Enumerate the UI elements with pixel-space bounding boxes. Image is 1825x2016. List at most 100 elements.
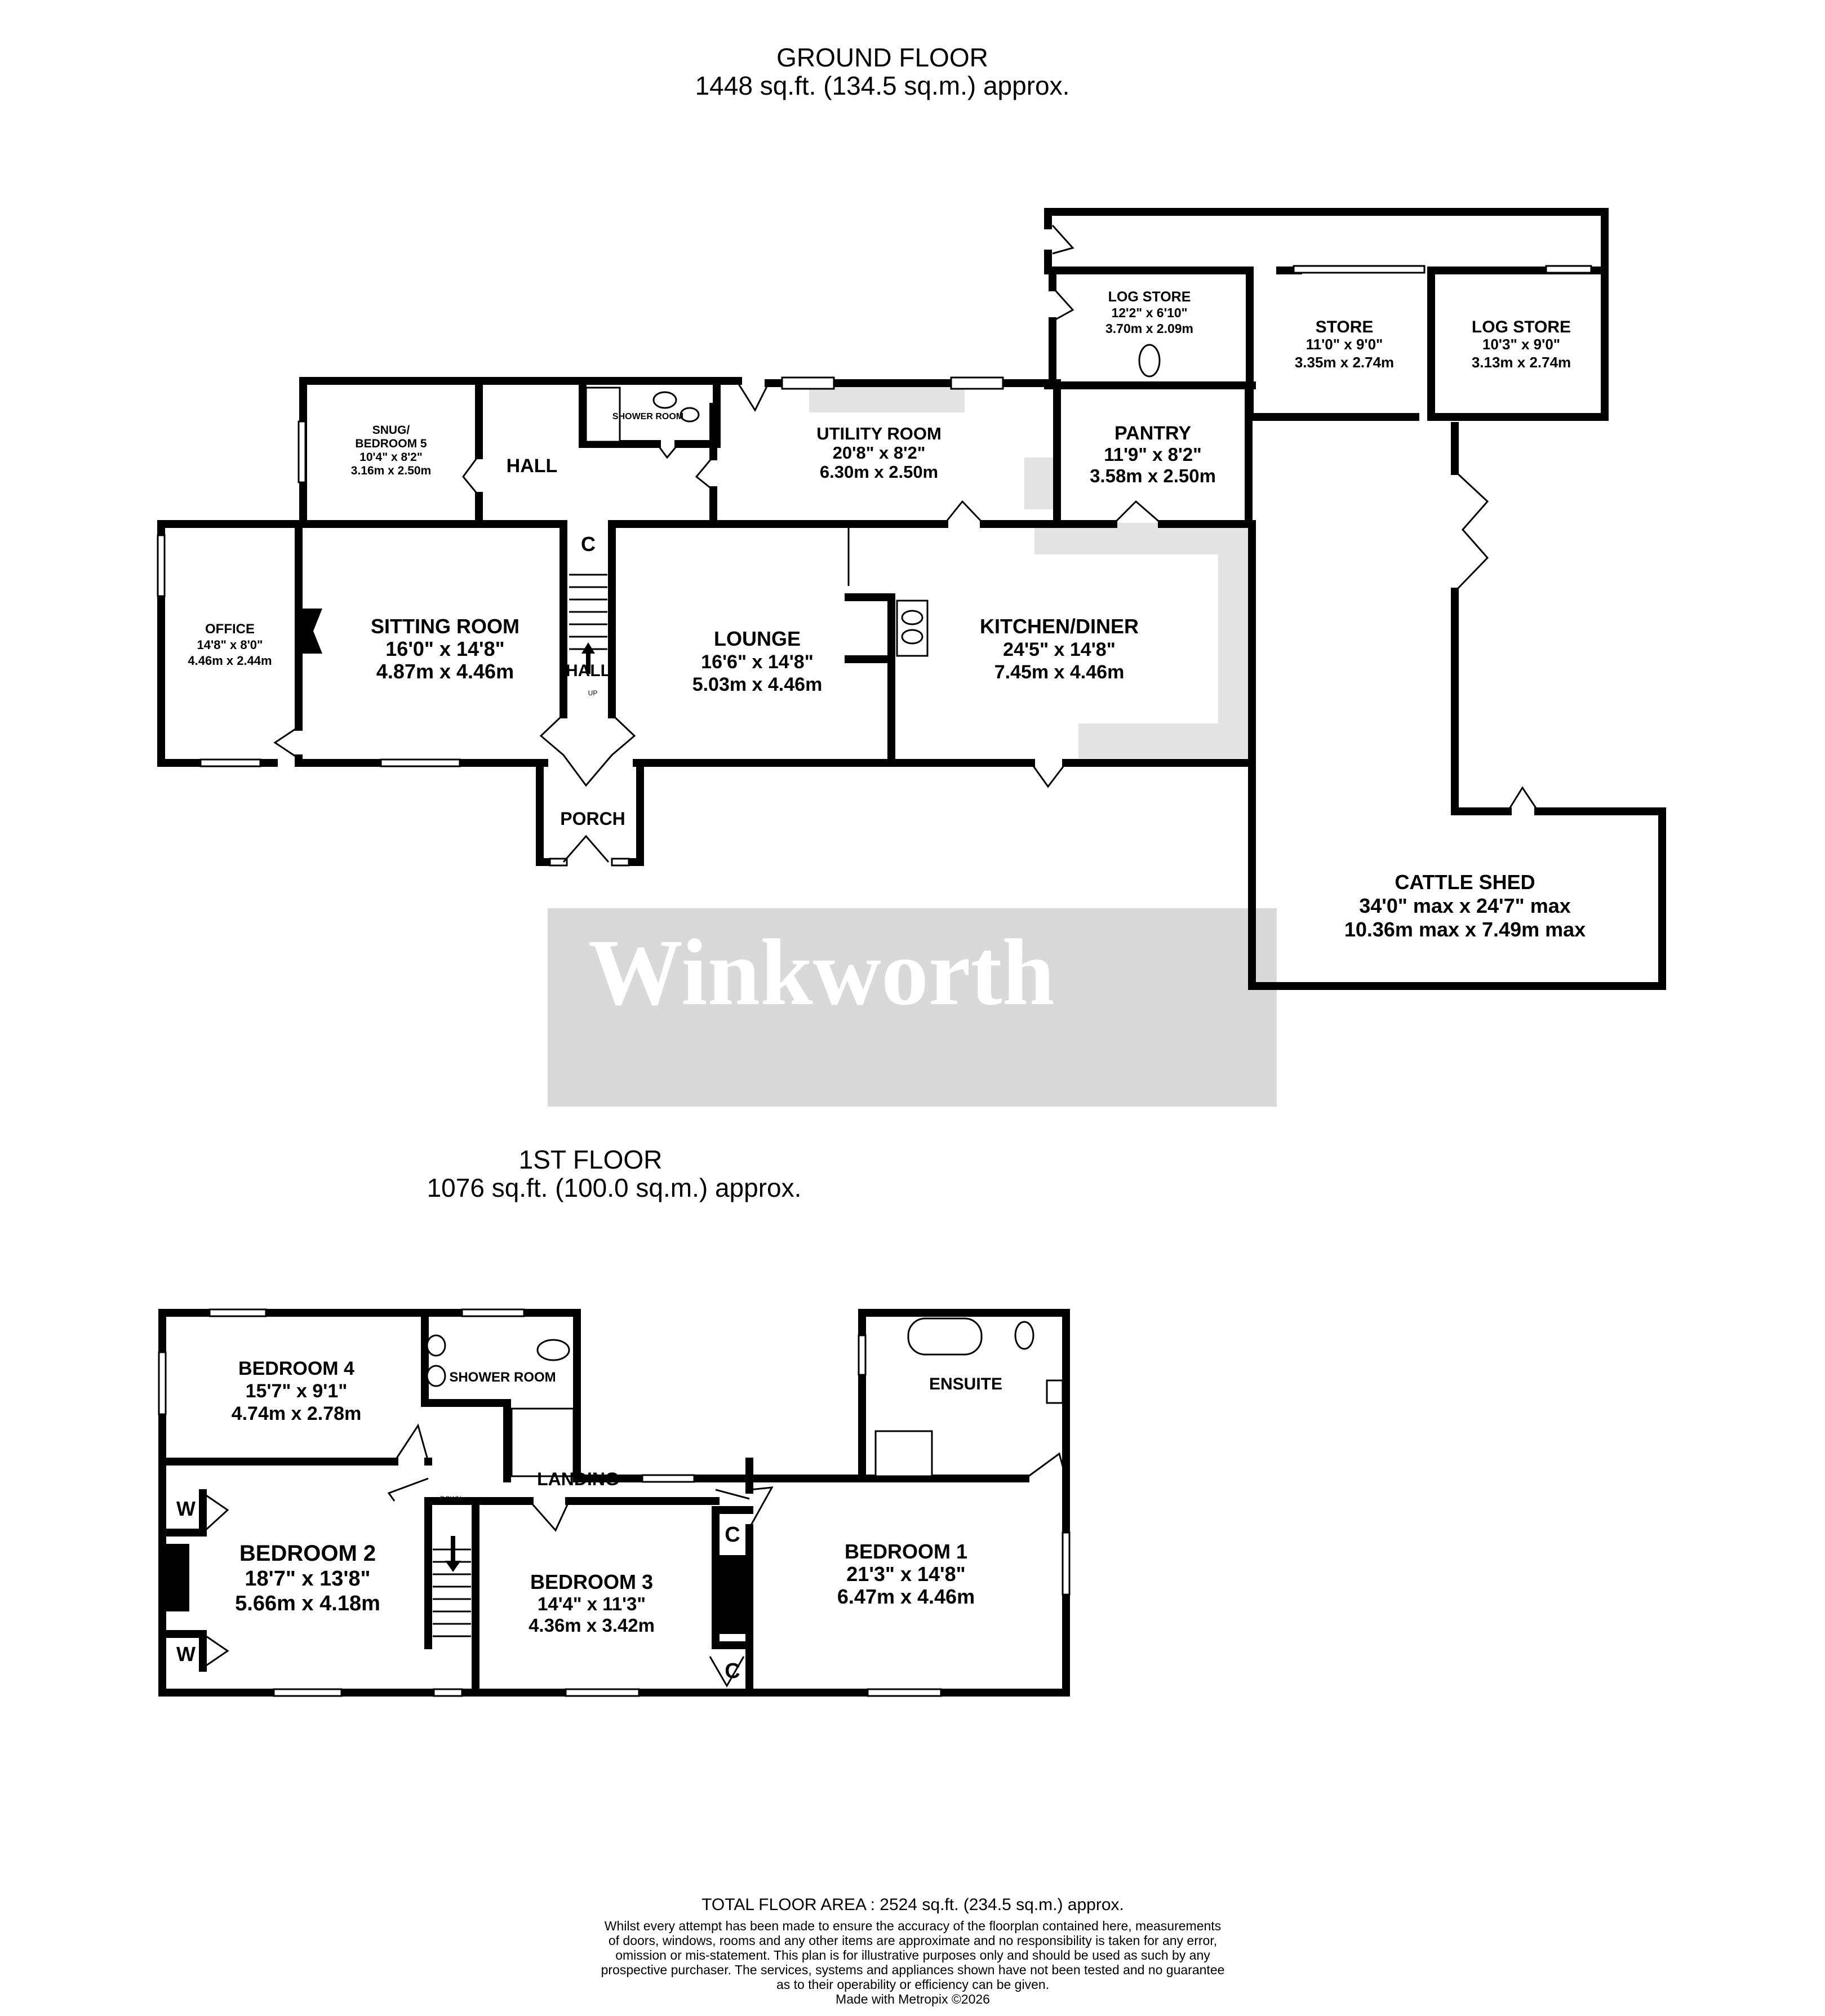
door-swings-ground xyxy=(273,224,1539,863)
bedroom-3-name: BEDROOM 3 xyxy=(530,1570,653,1593)
first-floor-title: 1ST FLOOR xyxy=(519,1145,663,1174)
utility-imperial: 20'8" x 8'2" xyxy=(833,443,926,463)
ground-shower-room-label: SHOWER ROOM xyxy=(612,412,683,421)
stair-hall-label: HALL xyxy=(566,661,611,680)
cattle-shed-imperial: 34'0" max x 24'7" max xyxy=(1359,894,1571,917)
log-store-2-imperial: 10'3" x 9'0" xyxy=(1482,336,1560,353)
wardrobe-bottom-label: W xyxy=(176,1642,196,1666)
landing-label: LANDING xyxy=(537,1469,619,1489)
pantry: PANTRY 11'9" x 8'2" 3.58m x 2.50m xyxy=(1090,423,1216,486)
bedroom-4-metric: 4.74m x 2.78m xyxy=(232,1403,362,1424)
watermark-text: Winkworth xyxy=(588,920,1055,1025)
cupboard-top-label: C xyxy=(725,1523,740,1547)
office-metric: 4.46m x 2.44m xyxy=(188,654,272,668)
bedroom-1: BEDROOM 1 21'3" x 14'8" 6.47m x 4.46m xyxy=(837,1540,975,1608)
log-store-1-name: LOG STORE xyxy=(1108,289,1191,305)
log-store-2-name: LOG STORE xyxy=(1472,318,1571,336)
bedroom-4: BEDROOM 4 15'7" x 9'1" 4.74m x 2.78m xyxy=(232,1358,362,1424)
chimney-breast-left-icon xyxy=(165,1544,189,1611)
stair-down-arrow-icon xyxy=(445,1536,461,1572)
cattle-shed: CATTLE SHED 34'0" max x 24'7" max 10.36m… xyxy=(1344,871,1586,941)
utility-room: UTILITY ROOM 20'8" x 8'2" 6.30m x 2.50m xyxy=(816,424,942,482)
log-store-1-imperial: 12'2" x 6'10" xyxy=(1111,305,1187,320)
store: STORE 11'0" x 9'0" 3.35m x 2.74m xyxy=(1295,318,1394,371)
stair-up-arrow-icon xyxy=(581,642,595,674)
bedroom-3-metric: 4.36m x 3.42m xyxy=(529,1615,655,1636)
wardrobe-top-label: W xyxy=(176,1497,196,1520)
ensuite-label: ENSUITE xyxy=(929,1375,1002,1393)
bedroom-2: BEDROOM 2 18'7" x 13'8" 5.66m x 4.18m xyxy=(235,1541,380,1615)
windows-first xyxy=(158,1308,1071,1697)
kitchen-imperial: 24'5" x 14'8" xyxy=(1003,639,1116,660)
sitting-name: SITTING ROOM xyxy=(371,615,519,638)
utility-metric: 6.30m x 2.50m xyxy=(820,462,938,482)
log-store-1: LOG STORE 12'2" x 6'10" 3.70m x 2.09m xyxy=(1105,289,1193,336)
utility-name: UTILITY ROOM xyxy=(816,424,942,443)
footer: TOTAL FLOOR AREA : 2524 sq.ft. (234.5 sq… xyxy=(601,1895,1225,2006)
snug-name-line2: BEDROOM 5 xyxy=(355,437,427,450)
ground-stairs xyxy=(569,574,607,650)
stair-up-label: UP xyxy=(588,689,598,697)
door-swings-first xyxy=(202,1423,1067,1688)
snug-name-line1: SNUG/ xyxy=(372,424,410,437)
bedroom-4-imperial: 15'7" x 9'1" xyxy=(246,1380,348,1402)
disclaimer-line-2: of doors, windows, rooms and any other i… xyxy=(609,1933,1217,1948)
bedroom-3: BEDROOM 3 14'4" x 11'3" 4.36m x 3.42m xyxy=(529,1570,655,1636)
pantry-name: PANTRY xyxy=(1114,423,1191,444)
sitting-room: SITTING ROOM 16'0" x 14'8" 4.87m x 4.46m xyxy=(371,615,519,683)
log-store-1-metric: 3.70m x 2.09m xyxy=(1105,321,1193,336)
bedroom-3-imperial: 14'4" x 11'3" xyxy=(538,1593,646,1614)
watermark: Winkworth xyxy=(548,908,1277,1107)
sitting-metric: 4.87m x 4.46m xyxy=(376,660,514,683)
pantry-imperial: 11'9" x 8'2" xyxy=(1104,444,1202,465)
cupboard-bottom-label: C xyxy=(725,1659,740,1683)
snug-metric: 3.16m x 2.50m xyxy=(351,464,431,477)
disclaimer-line-1: Whilst every attempt has been made to en… xyxy=(605,1919,1221,1933)
total-floor-area: TOTAL FLOOR AREA : 2524 sq.ft. (234.5 sq… xyxy=(701,1895,1124,1914)
bedroom-1-name: BEDROOM 1 xyxy=(845,1540,967,1563)
log-store-2-metric: 3.13m x 2.74m xyxy=(1472,354,1571,371)
first-floor-plan: BEDROOM 4 15'7" x 9'1" 4.74m x 2.78m SHO… xyxy=(158,1308,1071,1697)
bedroom-2-name: BEDROOM 2 xyxy=(239,1541,376,1566)
ground-cupboard-label: C xyxy=(581,532,596,556)
kitchen-name: KITCHEN/DINER xyxy=(980,615,1139,638)
made-with-credit: Made with Metropix ©2026 xyxy=(836,1992,990,2006)
disclaimer-line-5: as to their operability or efficiency ca… xyxy=(776,1977,1049,1992)
bedroom-2-metric: 5.66m x 4.18m xyxy=(235,1592,380,1615)
fixtures-first xyxy=(426,1317,1064,1477)
first-shower-room-label: SHOWER ROOM xyxy=(449,1370,556,1385)
log-store-2: LOG STORE 10'3" x 9'0" 3.13m x 2.74m xyxy=(1472,318,1571,371)
bedroom-1-metric: 6.47m x 4.46m xyxy=(837,1585,975,1608)
ground-floor-title: GROUND FLOOR xyxy=(776,43,988,72)
office-imperial: 14'8" x 8'0" xyxy=(197,638,263,652)
store-name: STORE xyxy=(1316,318,1374,336)
kitchen-counters xyxy=(809,383,1250,758)
pantry-metric: 3.58m x 2.50m xyxy=(1090,465,1216,486)
kitchen-diner: KITCHEN/DINER 24'5" x 14'8" 7.45m x 4.46… xyxy=(980,615,1139,683)
lounge-imperial: 16'6" x 14'8" xyxy=(701,651,814,673)
store-metric: 3.35m x 2.74m xyxy=(1295,354,1394,371)
lounge: LOUNGE 16'6" x 14'8" 5.03m x 4.46m xyxy=(692,627,823,695)
ground-floor-area: 1448 sq.ft. (134.5 sq.m.) approx. xyxy=(695,71,1070,100)
disclaimer-line-4: prospective purchaser. The services, sys… xyxy=(601,1962,1225,1977)
fireplace-icon xyxy=(299,609,322,654)
ground-floor-plan: LOG STORE 12'2" x 6'10" 3.70m x 2.09m ST… xyxy=(157,208,1666,990)
snug-bedroom-5: SNUG/ BEDROOM 5 10'4" x 8'2" 3.16m x 2.5… xyxy=(351,424,431,477)
porch-label: PORCH xyxy=(560,809,625,829)
kitchen-metric: 7.45m x 4.46m xyxy=(994,661,1125,683)
cattle-shed-metric: 10.36m max x 7.49m max xyxy=(1344,918,1586,941)
hall-label: HALL xyxy=(507,455,558,477)
fixtures-ground xyxy=(585,344,1161,657)
first-floor-area: 1076 sq.ft. (100.0 sq.m.) approx. xyxy=(427,1173,802,1202)
sitting-imperial: 16'0" x 14'8" xyxy=(385,637,504,660)
store-imperial: 11'0" x 9'0" xyxy=(1306,336,1383,353)
bedroom-1-imperial: 21'3" x 14'8" xyxy=(846,1562,965,1586)
lounge-metric: 5.03m x 4.46m xyxy=(692,674,823,695)
cattle-shed-name: CATTLE SHED xyxy=(1395,871,1535,894)
office-name: OFFICE xyxy=(205,621,255,637)
bedroom-4-name: BEDROOM 4 xyxy=(238,1358,354,1379)
lounge-name: LOUNGE xyxy=(714,627,801,650)
office: OFFICE 14'8" x 8'0" 4.46m x 2.44m xyxy=(188,621,272,668)
snug-imperial: 10'4" x 8'2" xyxy=(359,451,423,464)
